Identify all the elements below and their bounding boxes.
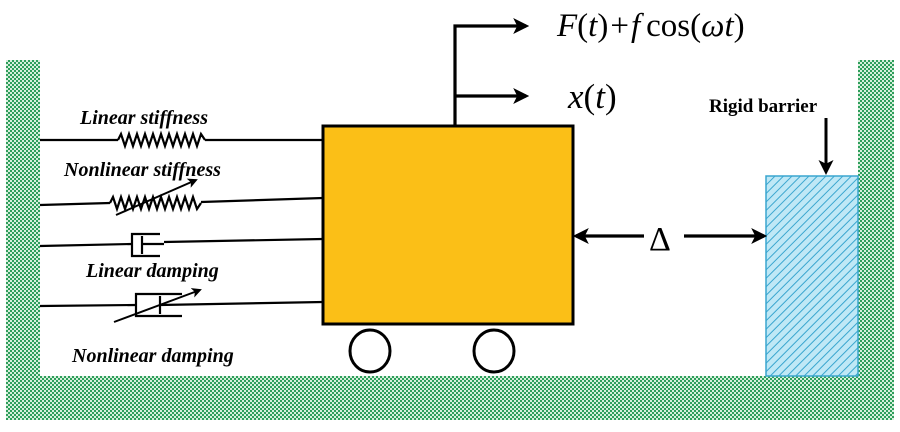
force-label-close: ) bbox=[597, 8, 608, 44]
wheel-right bbox=[472, 328, 516, 374]
force-label-cos: cos( bbox=[646, 8, 701, 44]
linear-stiffness-label: Linear stiffness bbox=[79, 107, 208, 129]
displacement-label-open: ( bbox=[584, 77, 596, 116]
right-wall bbox=[858, 60, 894, 420]
nonlinear-damper bbox=[39, 288, 324, 323]
force-label-F: F bbox=[556, 8, 578, 44]
linear-damper bbox=[39, 232, 324, 258]
rigid-barrier-block bbox=[765, 175, 859, 377]
left-wall bbox=[6, 60, 40, 420]
gap-label: Δ bbox=[649, 221, 671, 258]
force-label-t: t bbox=[588, 8, 598, 44]
force-label-plus: + bbox=[610, 8, 629, 44]
force-label-close2: ) bbox=[734, 8, 745, 44]
linear-damping-label: Linear damping bbox=[85, 260, 219, 282]
ground-frame bbox=[6, 60, 894, 420]
nonlinear-damper-arrow bbox=[113, 288, 202, 323]
nonlinear-stiffness-label: Nonlinear stiffness bbox=[63, 159, 221, 181]
nonlinear-damping-label: Nonlinear damping bbox=[71, 345, 234, 367]
displacement-label: x(t) bbox=[567, 77, 617, 116]
gap-label-bg bbox=[644, 218, 684, 254]
force-label-open: ( bbox=[577, 8, 588, 44]
displacement-label-x: x bbox=[567, 77, 584, 116]
force-label-t2: t bbox=[724, 8, 734, 44]
nonlinear-spring-arrow bbox=[115, 178, 198, 216]
floor bbox=[6, 376, 894, 420]
displacement-label-close: ) bbox=[605, 77, 617, 116]
force-label-f: f bbox=[631, 8, 644, 44]
nonlinear-spring bbox=[39, 178, 324, 216]
rigid-barrier-label: Rigid barrier bbox=[709, 96, 818, 117]
mass-block bbox=[321, 124, 575, 326]
wheel-left bbox=[348, 328, 392, 374]
linear-spring bbox=[40, 130, 323, 150]
displacement-label-t: t bbox=[595, 77, 606, 116]
force-arrow bbox=[453, 18, 530, 126]
force-label-omega: ω bbox=[701, 8, 724, 44]
